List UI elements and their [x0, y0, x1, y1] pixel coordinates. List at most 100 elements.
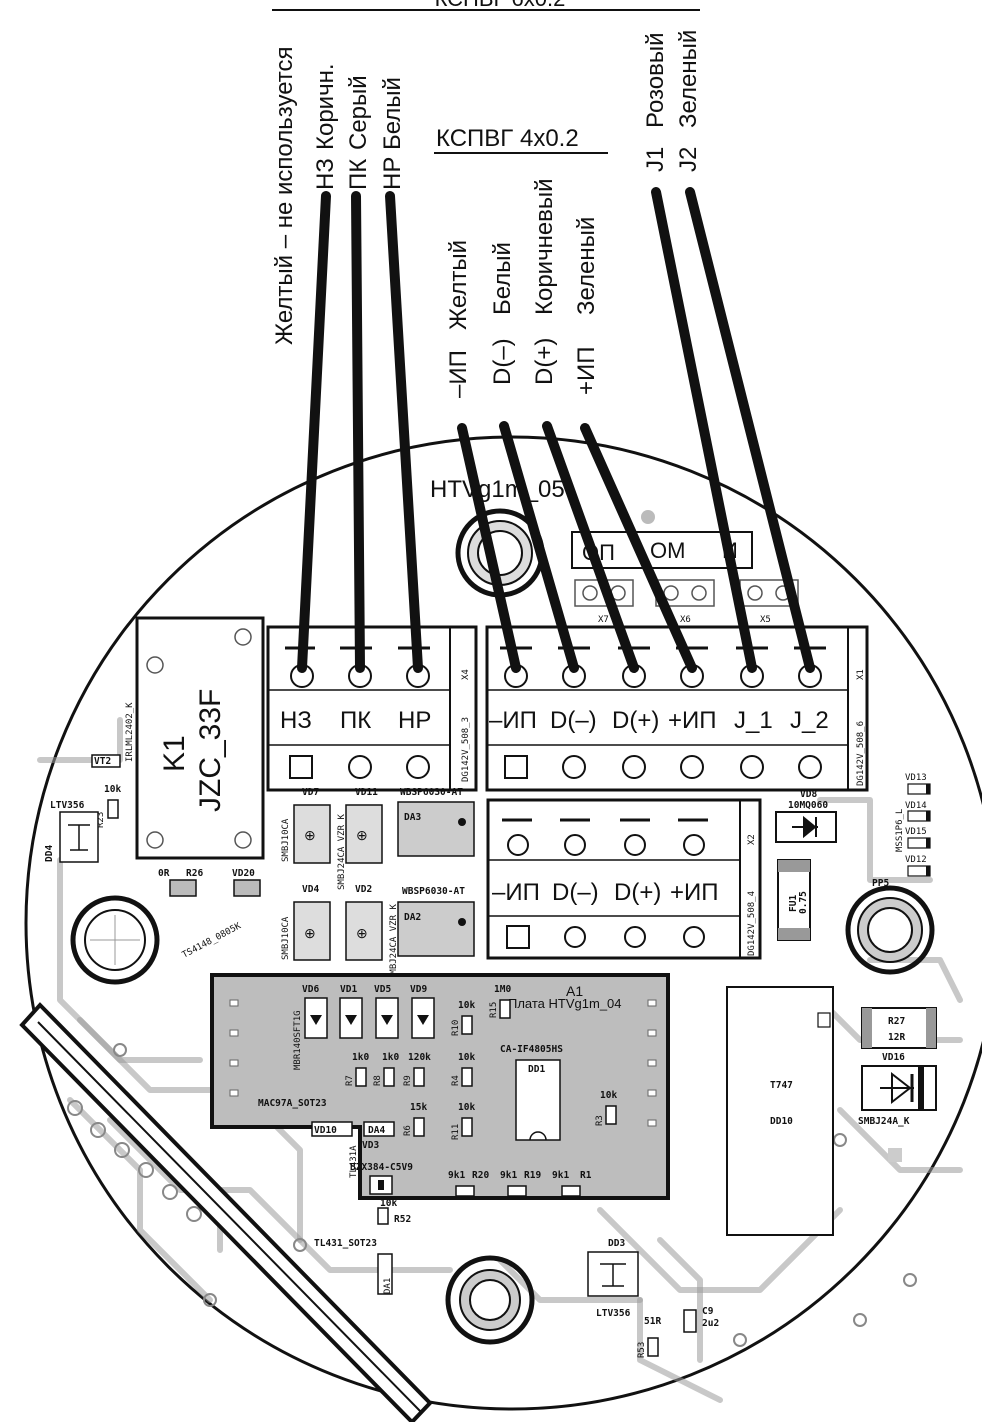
irlml-part: IRLML2402_K	[125, 702, 135, 762]
r9-ref: R9	[403, 1075, 413, 1086]
x2-ref: X2	[747, 834, 757, 845]
resistor-r27: R27 12R	[861, 1007, 937, 1049]
vt2-ref: VT2	[94, 756, 111, 767]
wire-nz	[297, 191, 331, 673]
x1-term-j1: J_1	[734, 707, 773, 734]
x2-term-d-plus: D(+)	[614, 879, 661, 906]
r26-value: 0R	[158, 868, 170, 879]
top-partial-label: КСПВГ 6х0.2	[435, 0, 566, 11]
wire-color-j2: Зеленый	[675, 30, 702, 128]
dd10-ref: DD10	[770, 1116, 793, 1127]
relay-ref: K1	[158, 735, 191, 772]
diode-vd16: VD16 SMBJ24A_K	[858, 1052, 937, 1127]
vd11-ref: VD11	[355, 787, 378, 798]
board-name: HTVg1m_05	[430, 476, 565, 503]
jumper-x6: X6	[680, 615, 691, 625]
da1-body	[377, 1253, 393, 1295]
vd12-ref: VD12	[905, 855, 927, 865]
smbj10ca-2: SMBJ10CA	[281, 916, 291, 960]
x1-part: DG142V_508_6	[856, 721, 866, 786]
wire-code-d-plus: D(+)	[531, 338, 558, 385]
ts4148-part: TS4148_0805K	[181, 921, 244, 961]
terminal-block-x4: НЗ ПК НР DG142V_508_3 X4	[266, 625, 478, 792]
wire-j2	[685, 187, 815, 673]
wire-code-nz: НЗ	[312, 158, 339, 190]
x1-term-d-minus: D(–)	[550, 707, 597, 734]
vd3-ref: VD3	[362, 1140, 379, 1151]
smbj24-b: SMBJ24CA_VZR_K	[389, 904, 399, 980]
optocoupler-dd4: LTV356 DD4	[44, 800, 99, 863]
mq-part: 10MQ060	[788, 800, 828, 811]
r52-pad	[377, 1207, 389, 1225]
x4-term-nr: НР	[398, 707, 431, 734]
smbj24a-part: SMBJ24A_K	[858, 1116, 910, 1127]
r6-value: 15k	[410, 1102, 427, 1113]
mounting-hole-bottom	[445, 1255, 535, 1345]
smbj10ca-1: SMBJ10CA	[281, 818, 291, 862]
r20-value: 9k1	[448, 1170, 465, 1181]
r1-value: 9k1	[552, 1170, 569, 1181]
module-a1: A1 Плата HTVg1m_04 VD6 VD1 VD5 VD9 MBR14…	[210, 973, 670, 1200]
r52-value: 10k	[380, 1198, 397, 1209]
r19-value: 9k1	[500, 1170, 517, 1181]
dd1-ref: DD1	[528, 1064, 545, 1075]
r6-ref: R6	[403, 1125, 413, 1136]
vd5-ref: VD5	[374, 984, 391, 995]
r8-ref: R8	[373, 1075, 383, 1086]
wire-d-minus	[499, 421, 579, 673]
r4-ref: R4	[451, 1075, 461, 1086]
wire-color-nz: Коричн.	[312, 63, 339, 150]
svg-text:⊕: ⊕	[356, 827, 368, 843]
terminal-block-x2: –ИП D(–) D(+) +ИП DG142V_508_4 X2	[486, 798, 762, 960]
r20-ref: R20	[472, 1170, 489, 1181]
transistor-vt2: VT2 IRLML2402_K	[91, 702, 135, 768]
tl431-part: TL431_SOT23	[314, 1238, 377, 1249]
r27-value: 12R	[888, 1032, 905, 1043]
not-used-label: Желтый – не используется	[271, 47, 298, 346]
vd13-ref: VD13	[905, 773, 927, 783]
vd8-ref: VD8	[800, 789, 817, 800]
r10-ref: R10	[451, 1020, 461, 1036]
wbsp-2: WBSP6030-AT	[402, 886, 465, 897]
r7-ref: R7	[345, 1075, 355, 1086]
da3-ref: DA3	[404, 812, 421, 823]
wire-code-j1: J1	[642, 147, 669, 172]
mac-part: MAC97A_SOT23	[258, 1098, 327, 1109]
x1-ref: X1	[856, 669, 866, 680]
x2-part: DG142V_508_4	[747, 891, 757, 956]
r10-value: 10k	[458, 1000, 475, 1011]
mss-part: MSS1P6_L	[895, 809, 905, 852]
wbsp-1: WBSP6030-AT	[400, 787, 463, 798]
vd2-ref: VD2	[355, 884, 372, 895]
r53-value: 51R	[644, 1316, 661, 1327]
dd4-ref: DD4	[44, 845, 55, 862]
r53-pad	[647, 1337, 659, 1357]
vd7-ref: VD7	[302, 787, 319, 798]
diode-vd8: VD8 10MQ060	[775, 789, 837, 843]
a1-ref: A1	[566, 983, 583, 999]
x1-term-d-plus: D(+)	[612, 707, 659, 734]
r26-body	[169, 879, 197, 897]
r1-ref: R1	[580, 1170, 592, 1181]
wire-pk	[351, 191, 365, 673]
ic-da2: WBSP6030-AT DA2	[397, 886, 475, 957]
led-group-vd12-15: VD13 VD14 VD15 VD12 MSS1P6_L	[895, 773, 931, 877]
r4-value: 10k	[458, 1052, 475, 1063]
wire-d-plus	[542, 421, 639, 673]
left-wire-labels: Желтый – не используется НЗ Коричн. ПК С…	[271, 47, 406, 346]
da2-ref: DA2	[404, 912, 421, 923]
r6-pad	[413, 1117, 425, 1137]
cable-label: КСПВГ 4х0.2	[436, 125, 579, 152]
mounting-hole-left	[70, 895, 160, 985]
r7-value: 1k0	[352, 1052, 369, 1063]
wire-color-minus-ip: Желтый	[445, 240, 472, 330]
r11-ref: R11	[451, 1124, 461, 1140]
r3-ref: R3	[595, 1115, 605, 1126]
da1-ref: DA1	[383, 1278, 393, 1294]
r8-value: 1k0	[382, 1052, 399, 1063]
r27-ref: R27	[888, 1016, 905, 1027]
wire-color-j1: Розовый	[642, 32, 669, 128]
wire-code-d-minus: D(–)	[489, 338, 516, 385]
x1-term-plus-ip: +ИП	[668, 707, 717, 734]
tl431a-part: TL431A	[349, 1145, 359, 1178]
